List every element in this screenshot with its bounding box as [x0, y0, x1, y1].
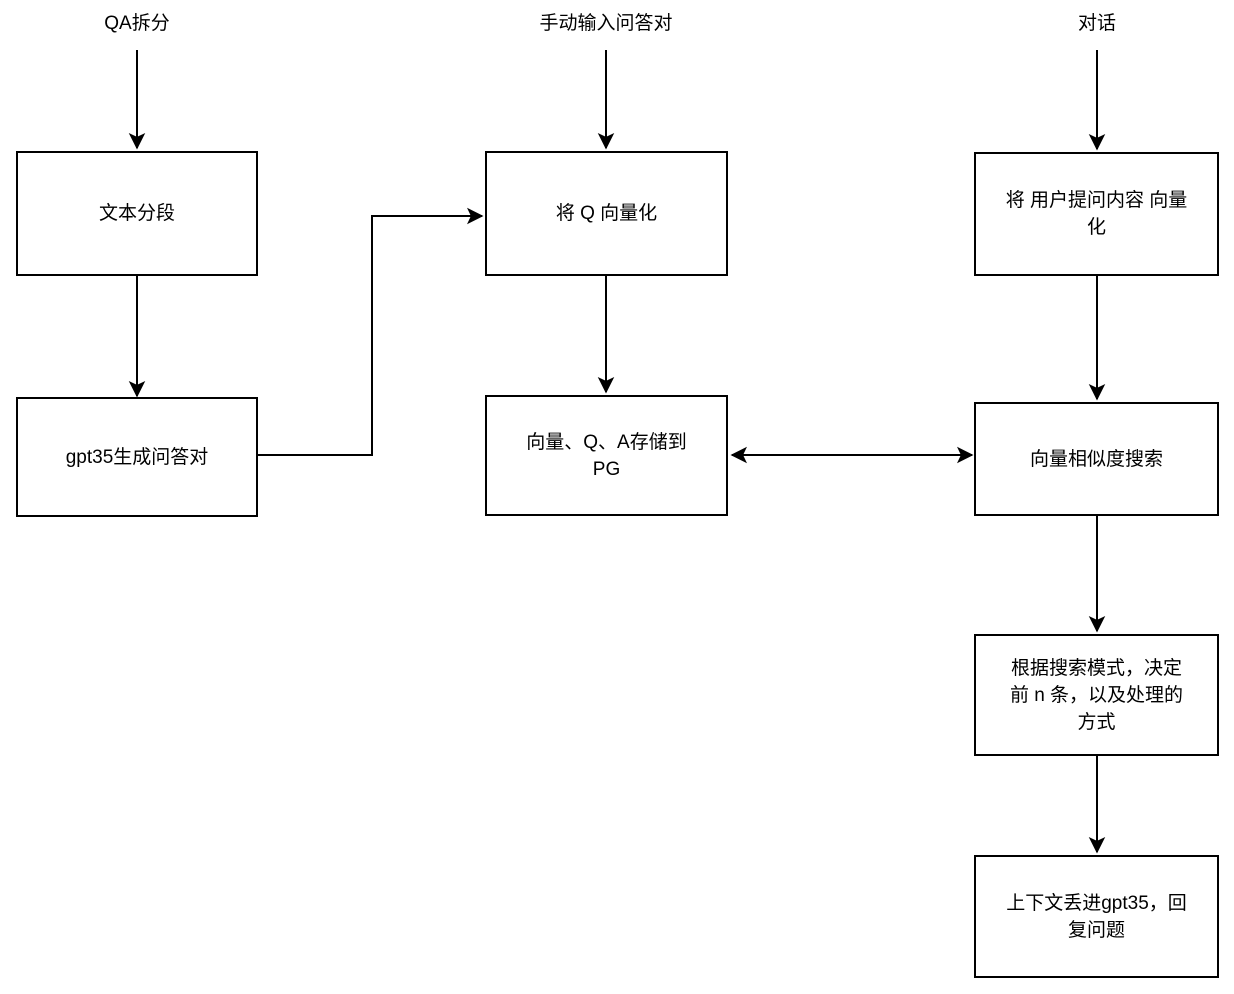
- node-store-pg-box[interactable]: [485, 395, 728, 516]
- node-gpt35-gen-qa-box[interactable]: [16, 397, 258, 517]
- node-similarity-search-box[interactable]: [974, 402, 1219, 516]
- node-search-mode-box[interactable]: [974, 634, 1219, 756]
- node-vectorize-q-box[interactable]: [485, 151, 728, 276]
- node-context-to-gpt35-box[interactable]: [974, 855, 1219, 978]
- node-text-split-box[interactable]: [16, 151, 258, 276]
- edge-gpt35-to-vectorize-q: [257, 207, 484, 456]
- node-vectorize-user-q-box[interactable]: [974, 152, 1219, 276]
